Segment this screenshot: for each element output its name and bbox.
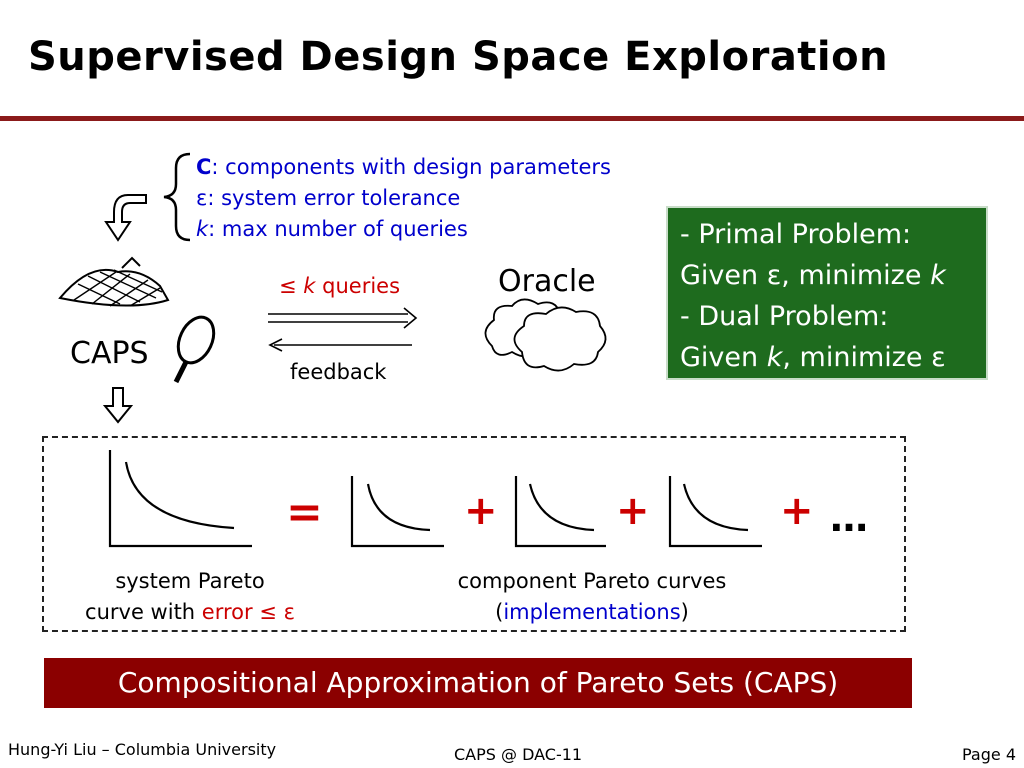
system-caption-line2: curve with error ≤ ε: [60, 597, 320, 628]
primal-given-text: Given ε, minimize: [680, 260, 931, 291]
input-text: : components with design parameters: [211, 155, 611, 179]
bent-arrow-icon: [104, 194, 147, 242]
plus-sign: +: [464, 488, 498, 534]
down-arrow-icon: [102, 387, 134, 424]
pareto-equation-box: [42, 436, 906, 632]
footer-page-number: Page 4: [962, 745, 1016, 764]
input-tolerance: ε: system error tolerance: [196, 183, 611, 214]
queries-suffix: queries: [315, 274, 401, 298]
input-symbol: C: [196, 155, 212, 179]
dual-given-suffix: , minimize ε: [782, 342, 946, 373]
detective-hat-icon: [58, 256, 170, 307]
equals-sign: =: [286, 487, 323, 538]
footer-author: Hung-Yi Liu – Columbia University: [8, 740, 277, 759]
dual-given-prefix: Given: [680, 342, 767, 373]
system-pareto-curve-icon: [108, 450, 252, 548]
plus-sign: +: [616, 488, 650, 534]
caps-banner: Compositional Approximation of Pareto Se…: [44, 658, 912, 708]
feedback-arrow-icon: [268, 338, 412, 352]
queries-label: ≤ k queries: [279, 274, 400, 298]
input-text: : system error tolerance: [207, 186, 461, 210]
input-symbol: ε: [196, 186, 208, 210]
system-caption-line1: system Pareto: [115, 569, 265, 593]
paren-close: ): [680, 600, 689, 624]
slide-title: Supervised Design Space Exploration: [28, 34, 889, 80]
title-divider: [0, 116, 1024, 121]
query-arrow-icon: [268, 307, 418, 329]
inputs-list: C: components with design parameters ε: …: [196, 152, 611, 245]
component-pareto-curve-icon: [514, 476, 606, 548]
component-pareto-curve-icon: [668, 476, 762, 548]
queries-prefix: ≤: [279, 274, 304, 298]
input-text: : max number of queries: [208, 217, 468, 241]
dual-heading: - Dual Problem:: [680, 301, 889, 332]
caps-label: CAPS: [70, 336, 149, 371]
component-pareto-caption: component Pareto curves (implementations…: [432, 566, 752, 628]
oracle-label: Oracle: [498, 264, 596, 299]
implementations-text: implementations: [503, 600, 681, 624]
problem-box: - Primal Problem: Given ε, minimize k - …: [666, 206, 988, 380]
feedback-label: feedback: [290, 360, 387, 384]
cloud-icon: [484, 298, 607, 372]
component-pareto-curve-icon: [350, 476, 444, 548]
primal-given: Given ε, minimize k: [680, 255, 986, 296]
system-pareto-caption: system Pareto curve with error ≤ ε: [60, 566, 320, 628]
dual-given: Given k, minimize ε: [680, 337, 986, 378]
brace-shape: [163, 152, 191, 242]
paren-open: (: [495, 600, 504, 624]
plus-sign: +: [780, 488, 814, 534]
ellipsis: …: [830, 496, 868, 540]
queries-var: k: [303, 274, 316, 298]
system-caption-error: error ≤ ε: [201, 600, 295, 624]
magnifier-icon: [173, 315, 216, 384]
component-caption-line1: component Pareto curves: [457, 569, 727, 593]
dual-var: k: [766, 342, 783, 373]
input-symbol: k: [196, 217, 209, 241]
primal-var: k: [930, 260, 946, 291]
system-caption-prefix: curve with: [85, 600, 202, 624]
primal-heading: - Primal Problem:: [680, 219, 912, 250]
component-caption-line2: (implementations): [432, 597, 752, 628]
input-components: C: components with design parameters: [196, 152, 611, 183]
input-queries: k: max number of queries: [196, 214, 611, 245]
footer-venue: CAPS @ DAC-11: [454, 745, 583, 764]
